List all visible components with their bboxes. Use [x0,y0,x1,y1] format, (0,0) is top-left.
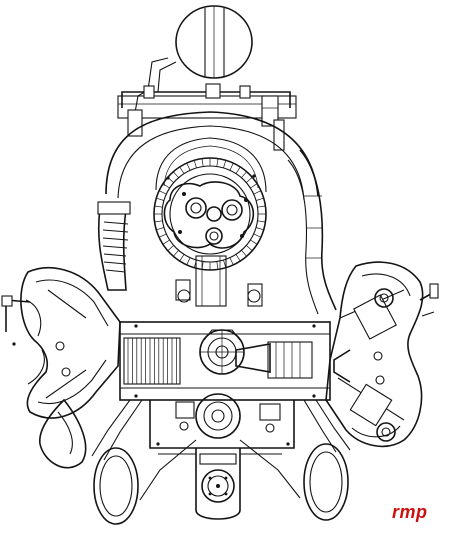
crankcase [119,321,331,401]
cam-cover-plate [163,181,255,249]
watermark-logo: rmp [392,503,428,521]
air-intake-oval [133,5,253,119]
left-cylinder-bank [20,266,121,469]
oil-sump [195,448,241,520]
left-spark-plug [1,295,31,346]
left-intake-pipe [97,201,131,291]
crank-hub [199,329,245,375]
watermark-text: rmp [392,502,428,522]
timing-gear [153,157,267,271]
cylinder-block-arch [105,111,319,201]
mounting-arms [139,439,301,501]
bolts [134,174,316,446]
cam-housing-top [117,83,297,151]
right-cylinder-bank [325,261,424,448]
lower-crankcase [91,393,351,461]
center-column [175,255,263,307]
right-spark-plug [419,283,439,317]
left-lower-pulley [93,447,139,525]
right-lower-pulley [303,443,349,521]
right-exhaust-pipe [287,149,337,315]
